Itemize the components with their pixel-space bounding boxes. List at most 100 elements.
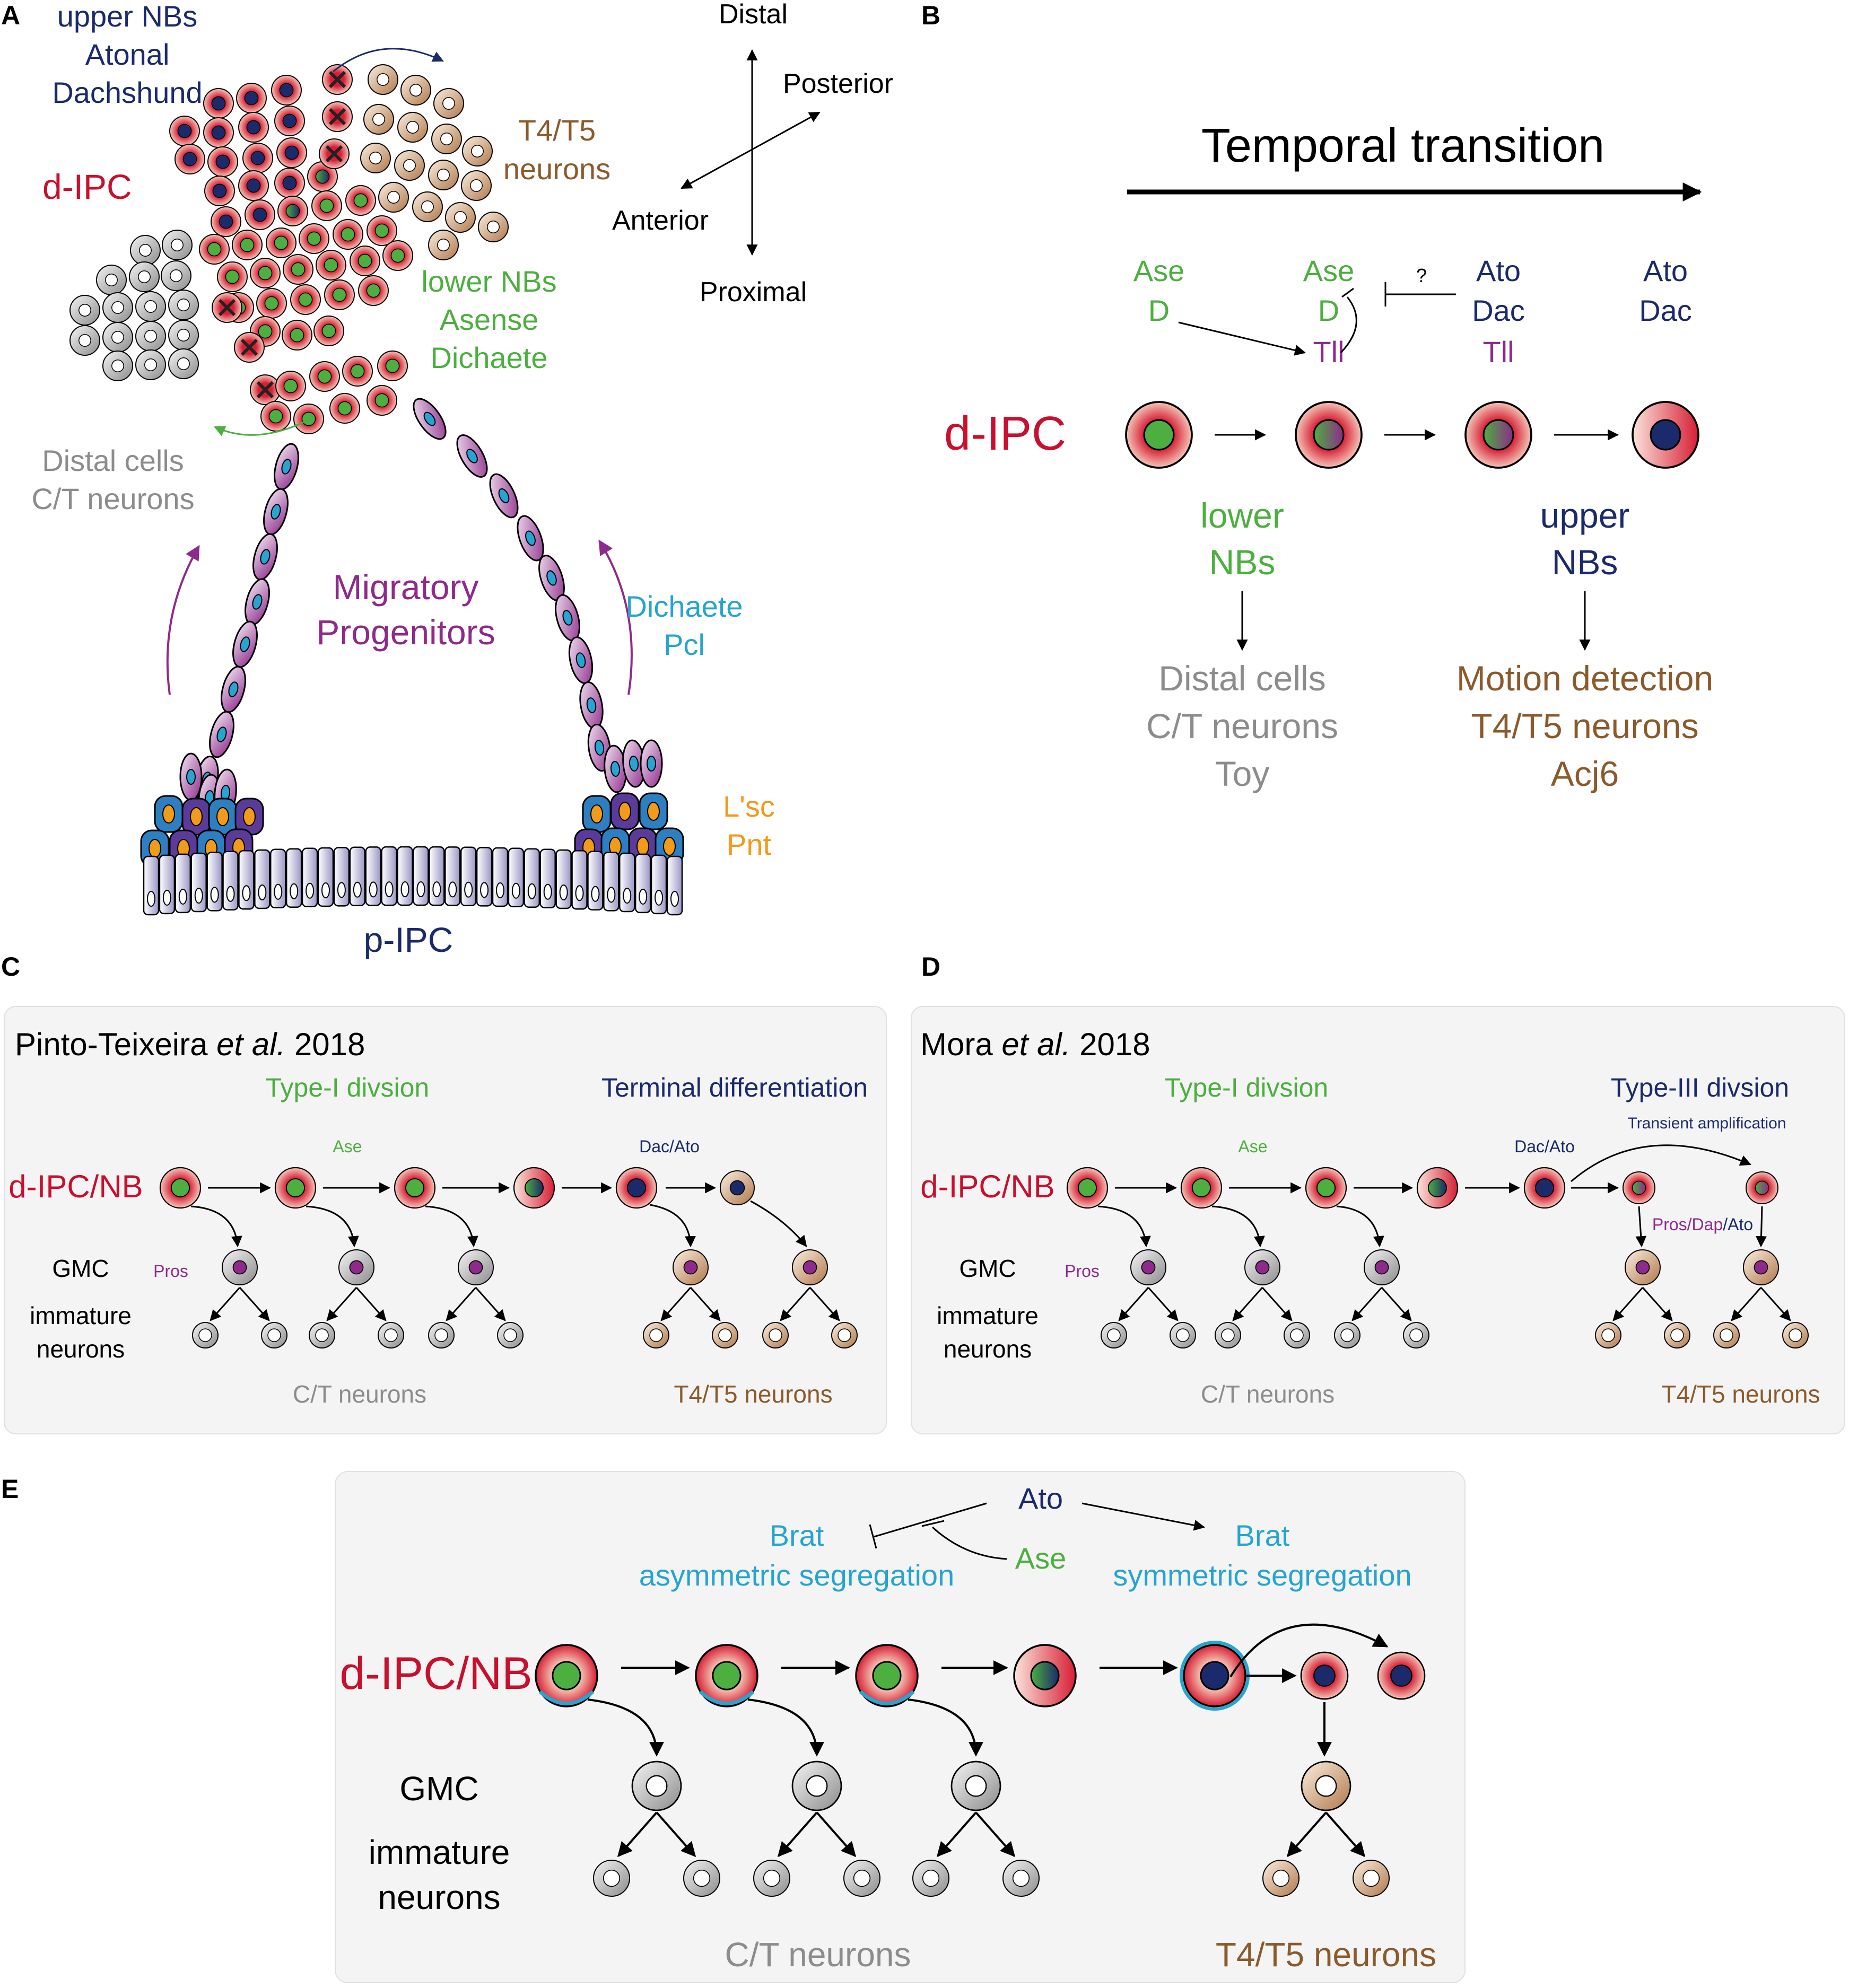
dipcnb-label-e: d-IPC/NB bbox=[339, 1648, 532, 1699]
t4t5-immature-neuron-nucleus bbox=[769, 1328, 782, 1342]
t4t5-immature-neuron-nucleus bbox=[1601, 1328, 1615, 1342]
brat-crescent bbox=[538, 1690, 595, 1705]
t4t5-neuron-cell-nucleus bbox=[406, 121, 419, 134]
e-ct-neuron-nucleus bbox=[603, 1869, 621, 1887]
dipc-nb-cell-nucleus bbox=[211, 125, 226, 140]
ase-label-d: Ase bbox=[1238, 1137, 1267, 1156]
nbs-upper-label-b: NBs bbox=[1552, 542, 1618, 582]
col3-tll: Tll bbox=[1482, 335, 1514, 369]
t4t5-neurons-label-c: T4/T5 neurons bbox=[674, 1380, 832, 1408]
t4t5-gmc-cell-nucleus bbox=[683, 1260, 698, 1275]
pipc-cell-nucleus bbox=[242, 885, 251, 901]
ref-year-c: 2018 bbox=[285, 1027, 365, 1062]
dipc-nb-cell-nucleus bbox=[324, 258, 338, 273]
transient-amplification-label: Transient amplification bbox=[1627, 1115, 1786, 1132]
lineage-nb-cell-nucleus bbox=[405, 1178, 425, 1198]
pipc-epithelial-cell bbox=[666, 855, 683, 916]
ct-neurons-label-b: C/T neurons bbox=[1146, 706, 1338, 746]
distal-cell-nucleus bbox=[144, 300, 157, 313]
dipc-nb-cell-nucleus bbox=[211, 96, 226, 111]
distal-cell-nucleus bbox=[139, 244, 152, 257]
dipc-nb-cell-nucleus bbox=[246, 178, 261, 193]
panel-d: D Mora et al. 2018 Type-I divsion Type-I… bbox=[911, 952, 1845, 1434]
transition-cell-nucleus bbox=[663, 837, 676, 856]
lineage-nb-cell-nucleus bbox=[170, 1178, 190, 1198]
pros-dap-ato-label: Pros/Dap/Ato bbox=[1652, 1215, 1753, 1234]
lineage-nb-cell-nucleus bbox=[1316, 1178, 1336, 1198]
migratory-progenitor bbox=[555, 594, 580, 642]
dipc-nb-cell-nucleus bbox=[298, 292, 313, 307]
lower-nbs-label-a: lower NBs bbox=[421, 265, 556, 298]
t4t5-neurons-label-d: T4/T5 neurons bbox=[1661, 1380, 1820, 1408]
ct-neurons-label-c: C/T neurons bbox=[293, 1380, 426, 1408]
col1-d: D bbox=[1148, 294, 1170, 327]
pipc-epithelial-cell bbox=[524, 848, 540, 908]
dipc-nb-cell-nucleus bbox=[390, 248, 405, 263]
pipc-cell-nucleus bbox=[623, 888, 632, 904]
transition-cell bbox=[582, 795, 612, 833]
progenitor-nucleus bbox=[271, 504, 281, 520]
e-ct-gmc-nucleus bbox=[646, 1775, 668, 1797]
pipc-cell-nucleus bbox=[527, 883, 536, 899]
t4t5-neuron-cell-nucleus bbox=[437, 169, 450, 181]
pipc-cell-nucleus bbox=[511, 882, 520, 899]
dipc-nb-cell-nucleus bbox=[252, 207, 267, 222]
pipc-cell-nucleus bbox=[496, 882, 504, 898]
lower-nb-cell-nucleus bbox=[268, 409, 283, 424]
mitotic-spindle-icon bbox=[218, 299, 236, 317]
transition-cell-nucleus bbox=[162, 804, 175, 824]
pipc-epithelial-cell bbox=[301, 847, 318, 908]
gmc-to-neuron-arrow bbox=[446, 1287, 477, 1321]
dipc-nb-cell-nucleus bbox=[341, 227, 355, 242]
pipc-epithelial-cell bbox=[492, 847, 509, 907]
tll-represses-d-link bbox=[1340, 296, 1357, 354]
e-gmc-to-neuron-arrow bbox=[936, 1811, 977, 1858]
lower-nb-cell-nucleus bbox=[317, 369, 332, 384]
gmc-to-neuron-arrow bbox=[780, 1287, 811, 1321]
dipc-nb-cell-nucleus bbox=[274, 235, 289, 250]
ct-immature-neuron-nucleus bbox=[1221, 1328, 1235, 1342]
ct-immature-neuron-nucleus bbox=[1409, 1328, 1423, 1342]
gmc-to-neuron-arrow bbox=[1351, 1287, 1383, 1321]
progenitor-nucleus bbox=[228, 681, 239, 697]
nb-stage-2-nucleus bbox=[1313, 419, 1345, 451]
panel-e-letter: E bbox=[1, 1474, 19, 1504]
ct-immature-neuron-nucleus bbox=[384, 1328, 398, 1342]
distal-cell-nucleus bbox=[177, 299, 190, 311]
distal-cell-nucleus bbox=[177, 357, 190, 370]
upper-label-b: upper bbox=[1540, 496, 1630, 535]
gmc-to-neuron-arrow bbox=[326, 1287, 357, 1321]
e-nb-cell-nucleus bbox=[712, 1661, 742, 1691]
pipc-epithelial-cell bbox=[571, 850, 588, 910]
e-nb-cell-nucleus bbox=[1030, 1661, 1060, 1691]
pipc-cell-nucleus bbox=[306, 882, 315, 899]
gmc-to-neuron-arrow bbox=[1612, 1287, 1644, 1321]
brat-label-sym: Brat bbox=[1235, 1519, 1290, 1552]
axis-compass: Distal Posterior Anterior Proximal bbox=[612, 0, 893, 308]
t4t5-neuron-cell-nucleus bbox=[409, 84, 422, 97]
ref-year-d: 2018 bbox=[1070, 1027, 1150, 1062]
gmc-to-neuron-arrow bbox=[475, 1287, 506, 1321]
lineage-nb-cell-nucleus bbox=[1191, 1178, 1211, 1198]
dipc-nb-cell-nucleus bbox=[264, 296, 279, 311]
nb-to-gmc-arrow bbox=[649, 1204, 696, 1248]
gmc-to-neuron-arrow bbox=[690, 1287, 721, 1321]
upper-nbs-label: upper NBs bbox=[57, 0, 198, 33]
panel-c-reference: Pinto-Teixeira et al. 2018 bbox=[15, 1027, 365, 1062]
terminal-differentiation-label: Terminal differentiation bbox=[601, 1073, 868, 1102]
pipc-epithelial-cell bbox=[444, 846, 461, 906]
ato-label-e: Ato bbox=[1018, 1482, 1063, 1515]
pros-part: Pros bbox=[1652, 1215, 1687, 1234]
col2-d: D bbox=[1318, 294, 1339, 327]
distal-label: Distal bbox=[719, 0, 788, 30]
dac-ato-label-c: Dac/Ato bbox=[639, 1137, 700, 1156]
ref-etal-c: et al. bbox=[216, 1027, 285, 1062]
transition-cell bbox=[639, 792, 668, 830]
lower-nb-cell-nucleus bbox=[301, 411, 316, 426]
pipc-cell-nucleus bbox=[258, 884, 267, 900]
gmc-to-neuron-arrow bbox=[1642, 1287, 1673, 1321]
dipc-label-a: d-IPC bbox=[42, 167, 132, 206]
pipc-cell-nucleus bbox=[543, 883, 552, 900]
anterior-label: Anterior bbox=[612, 205, 709, 236]
